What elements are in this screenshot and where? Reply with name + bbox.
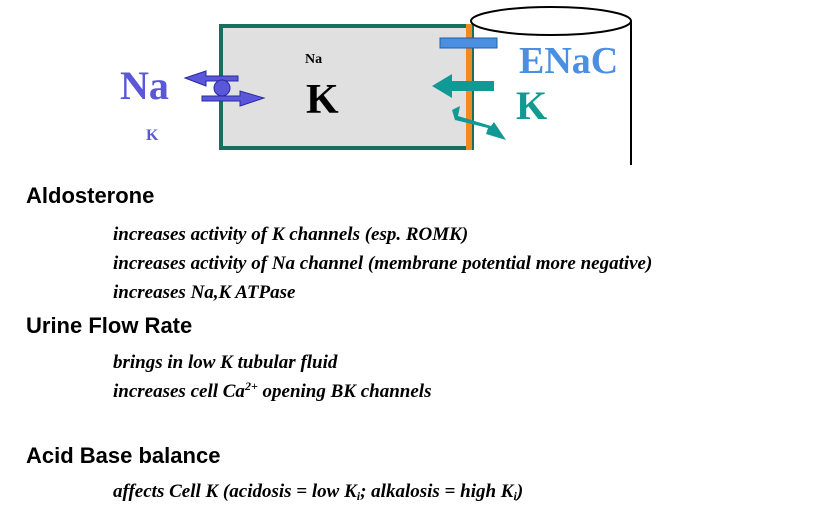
urine-item-1: brings in low K tubular fluid: [113, 352, 338, 373]
aldosterone-heading: Aldosterone: [26, 183, 155, 208]
acid-base-heading: Acid Base balance: [26, 443, 221, 468]
acid-sub-2: i: [513, 489, 517, 503]
aldosterone-item-2: increases activity of Na channel (membra…: [113, 253, 653, 274]
aldosterone-item-3: increases Na,K ATPase: [113, 282, 296, 303]
k-arrow-in: [432, 74, 494, 98]
pump-arrow-left: [183, 70, 239, 87]
enac-channel: [439, 37, 498, 49]
acid-text-c: ): [516, 481, 524, 502]
pump-ball: [213, 79, 231, 97]
cell-na-label: Na: [305, 52, 322, 67]
left-k-label: K: [146, 127, 159, 144]
cell-k-label: K: [306, 77, 339, 123]
right-k-label: K: [516, 83, 547, 128]
aldosterone-item-1: increases activity of K channels (esp. R…: [113, 224, 469, 245]
urine-item-2-rest: opening BK channels: [257, 381, 432, 402]
enac-label: ENaC: [519, 40, 618, 82]
urine-item-2: increases cell Ca2+ opening BK channels: [113, 380, 431, 404]
calcium-charge: 2+: [244, 379, 258, 393]
urine-item-2-text: increases cell Ca: [113, 381, 245, 402]
lumen-ellipse: [470, 6, 632, 36]
urine-heading: Urine Flow Rate: [26, 313, 193, 338]
cell-diagram: Na K Na K ENaC K: [120, 6, 632, 165]
acid-text-b: ; alkalosis = high K: [360, 481, 514, 502]
left-na-label: Na: [120, 63, 169, 108]
k-arrow-out: [452, 106, 506, 140]
acid-base-item: affects Cell K (acidosis = low Ki; alkal…: [113, 480, 523, 504]
pump-arrow-right: [201, 90, 266, 107]
acid-text-a: affects Cell K (acidosis = low K: [113, 481, 357, 502]
acid-sub-1: i: [356, 489, 361, 503]
